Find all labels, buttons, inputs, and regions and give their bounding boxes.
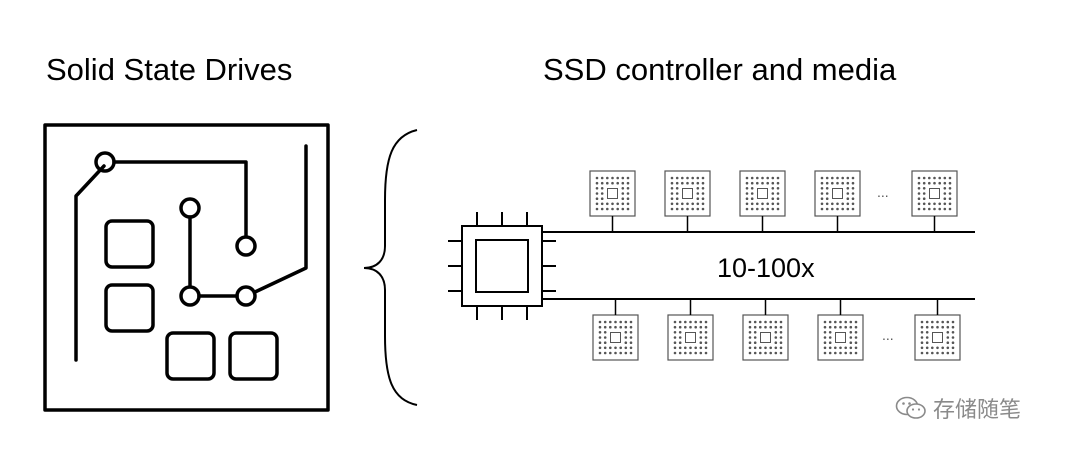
ssd-title: Solid State Drives [46, 52, 293, 87]
nand-chip-icon [664, 170, 711, 232]
board-chip-4 [228, 331, 279, 381]
board-chip-3 [165, 331, 216, 381]
board-chip-1 [104, 219, 155, 269]
watermark-text: 存储随笔 [933, 397, 1022, 422]
nand-chip-icon [592, 299, 639, 361]
nand-chip-icon [667, 299, 714, 361]
curly-brace [363, 129, 418, 406]
via-right-upper [235, 235, 257, 257]
board-outline [43, 123, 330, 412]
ellipsis-top: ... [877, 184, 889, 200]
nand-chip-icon [814, 170, 861, 232]
trace-left [74, 164, 106, 362]
ssd-board-icon [43, 123, 330, 412]
nand-chip-icon [911, 170, 958, 232]
board-chip-2 [104, 283, 155, 333]
nand-chip-icon [914, 299, 961, 361]
via-right-low [235, 285, 257, 307]
controller-chip-icon [448, 212, 556, 320]
via-mid-low [179, 285, 201, 307]
nand-chip-icon [589, 170, 636, 232]
nand-chip-icon [817, 299, 864, 361]
controller-media-title: SSD controller and media [543, 52, 897, 87]
ellipsis-bottom: ... [882, 327, 894, 343]
via-mid-top [179, 197, 201, 219]
wechat-icon [895, 396, 926, 419]
nand-chip-icon [742, 299, 789, 361]
trace-right [253, 144, 308, 294]
nand-chip-array [589, 170, 961, 361]
via-top [94, 151, 116, 173]
bandwidth-label: 10-100x [717, 253, 815, 283]
trace-top [112, 160, 248, 238]
nand-chip-icon [739, 170, 786, 232]
watermark: 存储随笔 [895, 393, 1021, 423]
